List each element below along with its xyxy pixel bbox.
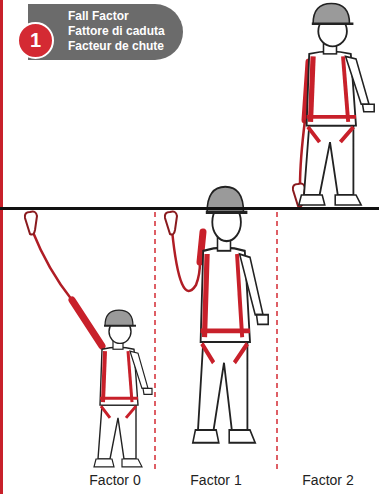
title-text: Facteur de chute xyxy=(68,39,165,54)
worker-figure xyxy=(94,310,152,467)
callout-number: 1 xyxy=(30,29,41,52)
factor-label: Factor 2 xyxy=(302,472,353,488)
worker-figure xyxy=(299,3,374,205)
step-number: 1 xyxy=(17,22,54,59)
divider-line xyxy=(154,212,156,470)
frame-line xyxy=(0,0,3,494)
worker-figure xyxy=(193,187,268,443)
title-text: Fall Factor xyxy=(68,9,165,24)
anchor-line xyxy=(0,207,379,210)
divider-line xyxy=(276,212,278,470)
factor-label: Factor 0 xyxy=(89,472,140,488)
title-text: Fattore di caduta xyxy=(68,24,165,39)
factor-label: Factor 1 xyxy=(190,472,241,488)
